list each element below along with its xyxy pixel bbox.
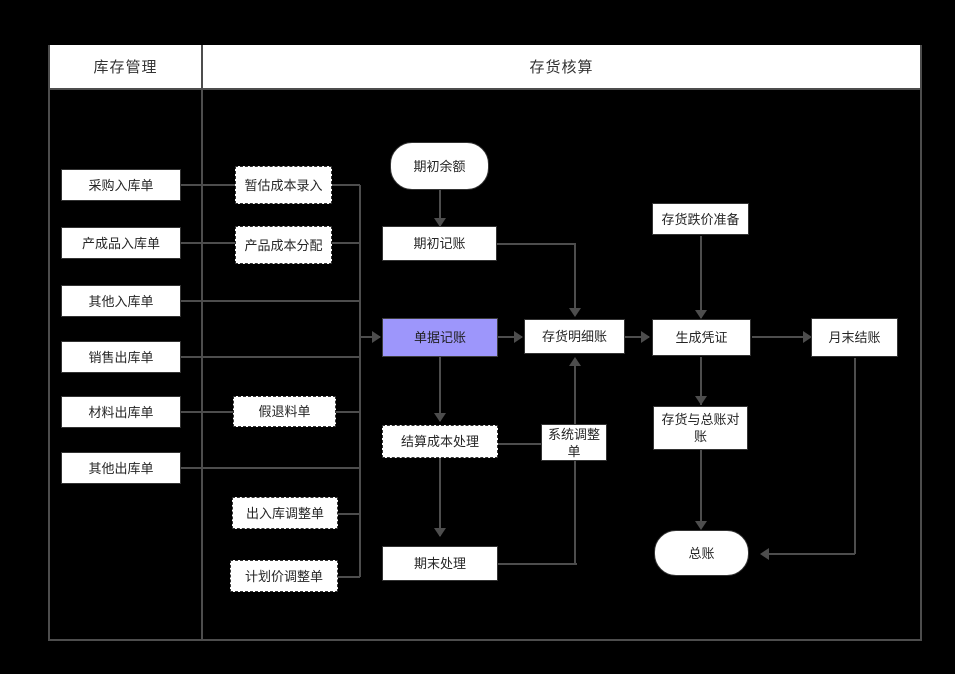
lane-header-inventory-management: 库存管理 bbox=[50, 45, 201, 90]
node-est-cost-entry[interactable]: 暂估成本录入 bbox=[235, 166, 332, 204]
node-label: 期初记账 bbox=[413, 236, 466, 251]
connector-opening-balance-to-opening-posting bbox=[439, 190, 441, 226]
swimlane-divider bbox=[201, 45, 203, 641]
node-inventory-ledger[interactable]: 存货明细账 bbox=[524, 319, 625, 354]
connector-est-cost-entry-to-bus bbox=[332, 184, 360, 186]
node-label: 产成品入库单 bbox=[81, 235, 160, 251]
node-label: 其他入库单 bbox=[88, 293, 154, 309]
connector-false-return-to-bus bbox=[336, 411, 360, 413]
node-label: 生成凭证 bbox=[675, 330, 728, 345]
arrowhead-opening-posting-to-ledger bbox=[569, 308, 581, 317]
connector-other-out-to-bus bbox=[181, 467, 360, 469]
connector-doc-posting-to-settle-cost bbox=[439, 357, 441, 421]
connector-doc-posting-to-ledger bbox=[498, 336, 522, 338]
arrowhead-doc-posting-to-ledger bbox=[514, 331, 523, 343]
arrowhead-system-adjust-to-ledger bbox=[569, 357, 581, 366]
node-label: 材料出库单 bbox=[88, 404, 154, 420]
arrowhead-reconcile-to-general-ledger bbox=[695, 521, 707, 530]
node-period-end[interactable]: 期末处理 bbox=[382, 546, 498, 581]
node-opening-posting[interactable]: 期初记账 bbox=[382, 226, 497, 261]
connector-sales-out-to-bus bbox=[181, 356, 360, 358]
arrowhead-impairment-to-gen-voucher bbox=[695, 310, 707, 319]
node-general-ledger[interactable]: 总账 bbox=[654, 530, 749, 576]
node-label: 期初余额 bbox=[413, 158, 466, 174]
arrowhead-opening-balance-to-opening-posting bbox=[434, 218, 446, 227]
node-purchase-in[interactable]: 采购入库单 bbox=[61, 169, 181, 201]
node-label: 计划价调整单 bbox=[244, 568, 323, 584]
connector-other-in-to-bus bbox=[181, 300, 360, 302]
connector-opening-posting-to-ledger-v bbox=[574, 243, 576, 315]
connector-month-end-to-general-ledger-h bbox=[767, 553, 855, 555]
arrowhead-settle-cost-to-period-end bbox=[434, 528, 446, 537]
connector-settle-cost-to-system-adjust bbox=[498, 443, 542, 445]
node-sales-out[interactable]: 销售出库单 bbox=[61, 341, 181, 373]
node-material-out[interactable]: 材料出库单 bbox=[61, 396, 181, 428]
node-label: 采购入库单 bbox=[88, 177, 154, 193]
arrowhead-gen-voucher-to-reconcile bbox=[695, 396, 707, 405]
node-plan-price-adjust[interactable]: 计划价调整单 bbox=[230, 560, 338, 592]
connector-plan-price-adjust-to-bus bbox=[338, 576, 360, 578]
connector-system-adjust-to-ledger bbox=[574, 366, 576, 424]
node-other-in[interactable]: 其他入库单 bbox=[61, 285, 181, 317]
node-label: 结算成本处理 bbox=[400, 434, 479, 449]
arrowhead-gen-voucher-to-month-end bbox=[803, 331, 812, 343]
node-label: 存货与总账对账 bbox=[661, 412, 740, 444]
node-system-adjust[interactable]: 系统调整单 bbox=[541, 424, 607, 461]
node-impairment[interactable]: 存货跌价准备 bbox=[652, 203, 749, 235]
node-label: 暂估成本录入 bbox=[244, 177, 323, 193]
node-false-return[interactable]: 假退料单 bbox=[233, 396, 336, 427]
connector-period-end-to-system-adjust-v bbox=[574, 461, 576, 564]
node-label: 其他出库单 bbox=[88, 460, 154, 476]
connector-gen-voucher-to-month-end bbox=[752, 336, 810, 338]
node-label: 销售出库单 bbox=[88, 349, 154, 365]
connector-period-end-to-system-adjust-h bbox=[498, 563, 577, 565]
node-label: 假退料单 bbox=[258, 404, 311, 419]
connector-settle-cost-to-period-end bbox=[439, 458, 441, 536]
connector-ledger-to-gen-voucher bbox=[625, 336, 649, 338]
node-label: 产品成本分配 bbox=[244, 237, 323, 253]
node-opening-balance[interactable]: 期初余额 bbox=[390, 142, 489, 190]
node-finished-in[interactable]: 产成品入库单 bbox=[61, 227, 181, 259]
node-doc-posting[interactable]: 单据记账 bbox=[382, 318, 498, 357]
node-label: 单据记账 bbox=[413, 330, 466, 345]
node-settle-cost[interactable]: 结算成本处理 bbox=[382, 425, 498, 458]
arrowhead-bus-to-doc-posting bbox=[372, 331, 381, 343]
arrowhead-month-end-to-general-ledger bbox=[760, 548, 769, 560]
connector-reconcile-to-general-ledger bbox=[700, 450, 702, 528]
node-label: 系统调整单 bbox=[547, 426, 600, 459]
connector-opening-posting-to-ledger-h bbox=[497, 243, 576, 245]
arrowhead-doc-posting-to-settle-cost bbox=[434, 413, 446, 422]
node-label: 月末结账 bbox=[828, 330, 881, 345]
connector-bus-to-doc-posting bbox=[359, 336, 380, 338]
connector-bus-lower-riser bbox=[359, 513, 361, 577]
arrowhead-ledger-to-gen-voucher bbox=[641, 331, 650, 343]
node-reconcile-gl[interactable]: 存货与总账对账 bbox=[653, 406, 748, 450]
connector-month-end-to-general-ledger-v bbox=[854, 358, 856, 554]
connector-impairment-to-gen-voucher bbox=[700, 236, 702, 318]
node-other-out[interactable]: 其他出库单 bbox=[61, 452, 181, 484]
node-label: 存货跌价准备 bbox=[661, 211, 740, 227]
connector-gen-voucher-to-reconcile bbox=[700, 357, 702, 405]
node-label: 期末处理 bbox=[413, 556, 466, 571]
node-gen-voucher[interactable]: 生成凭证 bbox=[652, 319, 751, 356]
node-month-end-close[interactable]: 月末结账 bbox=[811, 318, 898, 357]
node-label: 总账 bbox=[688, 545, 715, 561]
connector-product-cost-alloc-to-bus bbox=[332, 242, 360, 244]
node-io-adjust[interactable]: 出入库调整单 bbox=[232, 497, 338, 529]
node-label: 出入库调整单 bbox=[245, 505, 324, 521]
node-product-cost-alloc[interactable]: 产品成本分配 bbox=[235, 226, 332, 264]
connector-io-adjust-to-bus bbox=[338, 513, 360, 515]
lane-header-inventory-accounting: 存货核算 bbox=[203, 45, 920, 90]
node-label: 存货明细账 bbox=[541, 329, 607, 344]
connector-bus-vertical bbox=[359, 185, 361, 577]
